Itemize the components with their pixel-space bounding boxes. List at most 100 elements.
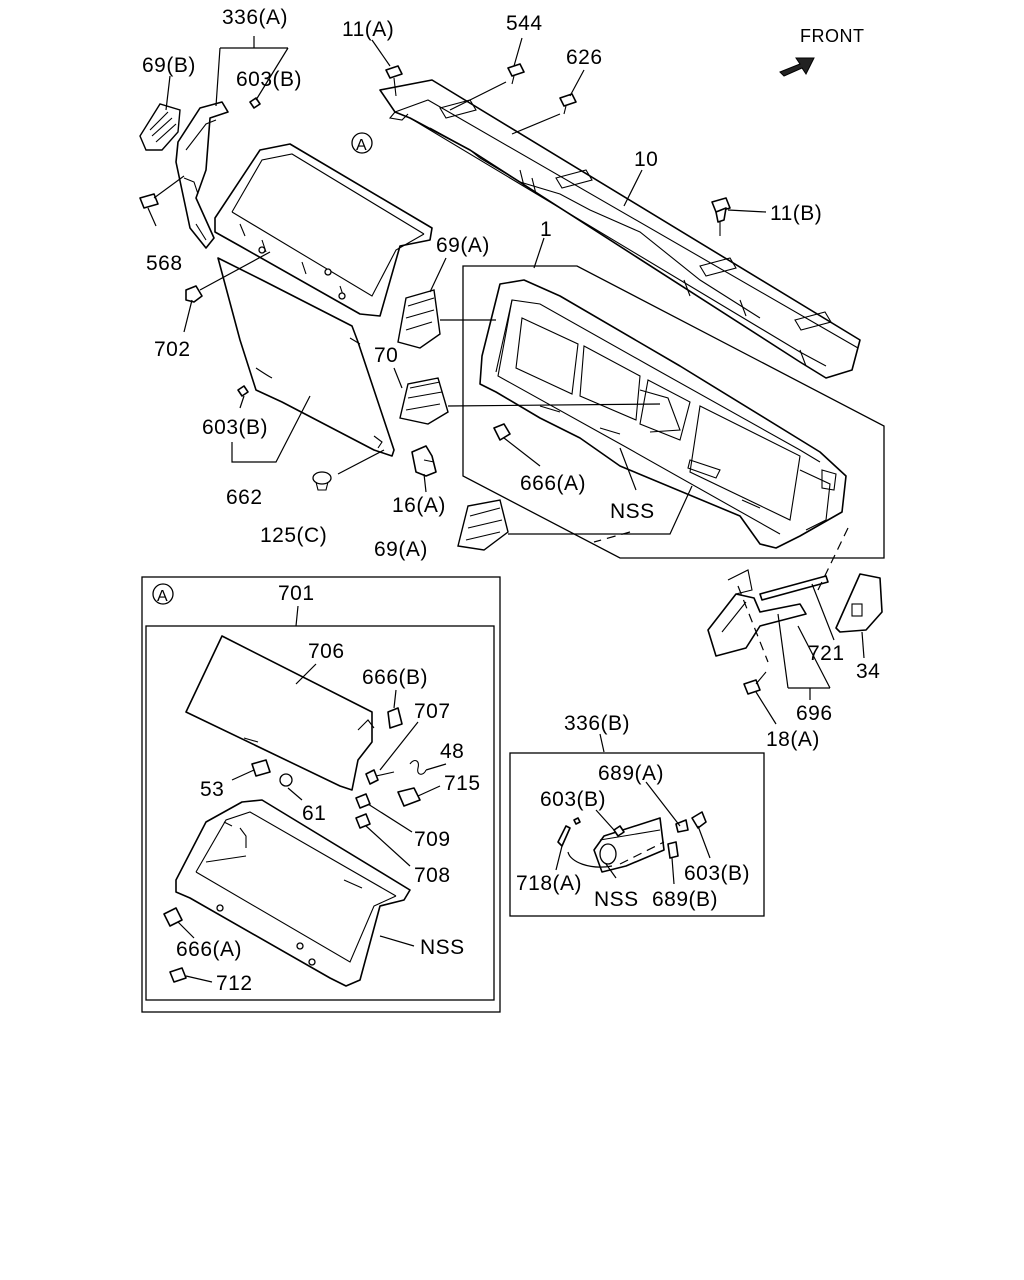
label-18a: 18(A) <box>766 728 820 751</box>
label-603b-4: 603(B) <box>684 862 750 885</box>
glove-box-body-detail <box>175 799 411 987</box>
detail-box-336b <box>509 752 765 917</box>
screw-544-icon <box>507 63 525 85</box>
label-702: 702 <box>154 338 191 361</box>
section-marker-a: A <box>351 132 373 154</box>
part-336a-side-trim <box>175 101 229 249</box>
part-10-upper-panel <box>379 79 861 379</box>
label-603b-3: 603(B) <box>540 788 606 811</box>
label-1: 1 <box>540 218 552 241</box>
label-69a-1: 69(A) <box>436 234 490 257</box>
part-53-hinge-icon <box>251 759 271 777</box>
part-69a-vent-lower <box>457 499 509 551</box>
screw-707-icon <box>365 769 395 785</box>
label-666a-1: 666(A) <box>520 472 586 495</box>
panel-frame-outline <box>462 265 885 559</box>
section-marker-a-detail: A <box>152 583 174 605</box>
bolt-11b-icon <box>711 197 731 236</box>
label-715: 715 <box>444 772 481 795</box>
screw-603b-mid-icon <box>237 385 249 397</box>
part-721-strip <box>759 575 829 601</box>
clip-666a-detail-icon <box>163 907 183 927</box>
label-48: 48 <box>440 740 464 763</box>
label-707: 707 <box>414 700 451 723</box>
pad-689b-icon <box>667 841 679 859</box>
label-666a-2: 666(A) <box>176 938 242 961</box>
label-336a: 336(A) <box>222 6 288 29</box>
label-336b: 336(B) <box>564 712 630 735</box>
label-nss-3: NSS <box>594 888 639 911</box>
bolt-18a-icon <box>743 671 767 695</box>
front-arrow-icon <box>779 57 815 77</box>
label-706: 706 <box>308 640 345 663</box>
label-544: 544 <box>506 12 543 35</box>
label-603b-1: 603(B) <box>236 68 302 91</box>
label-34: 34 <box>856 660 880 683</box>
section-marker-a-detail-label: A <box>157 588 168 605</box>
detail-box-a-inner <box>145 625 495 1001</box>
part-662-glove-door <box>217 257 395 457</box>
part-336b-trim <box>593 817 665 873</box>
screw-709-icon <box>355 793 371 809</box>
label-69a-2: 69(A) <box>374 538 428 561</box>
section-marker-a-label: A <box>356 137 367 154</box>
part-1-instrument-panel <box>479 279 847 549</box>
label-718a: 718(A) <box>516 872 582 895</box>
screw-568-icon <box>139 175 185 209</box>
part-34-end-cap <box>835 573 883 633</box>
glove-box-assembly-upper <box>214 143 433 317</box>
clip-666a-icon <box>493 423 511 441</box>
leader-lines <box>147 36 865 983</box>
label-61: 61 <box>302 802 326 825</box>
label-689a: 689(A) <box>598 762 664 785</box>
pad-689a-icon <box>675 819 689 833</box>
label-16a: 16(A) <box>392 494 446 517</box>
label-709: 709 <box>414 828 451 851</box>
screw-603b-right-icon <box>691 811 707 829</box>
label-nss-1: NSS <box>610 500 655 523</box>
part-718a-strip <box>557 825 571 847</box>
detail-box-a-outer <box>141 576 501 1013</box>
clip-125c-icon <box>312 471 332 491</box>
front-indicator: FRONT <box>779 26 865 77</box>
label-626: 626 <box>566 46 603 69</box>
screw-603b-top-icon <box>249 97 261 109</box>
screw-603b-left-icon <box>613 825 625 837</box>
label-nss-2: NSS <box>420 936 465 959</box>
part-715-latch-icon <box>397 787 421 807</box>
label-666b: 666(B) <box>362 666 428 689</box>
label-721: 721 <box>808 642 845 665</box>
label-701: 701 <box>278 582 315 605</box>
label-603b-2: 603(B) <box>202 416 268 439</box>
label-53: 53 <box>200 778 224 801</box>
label-689b: 689(B) <box>652 888 718 911</box>
part-696-side-cover <box>707 569 807 657</box>
label-10: 10 <box>634 148 658 171</box>
label-662: 662 <box>226 486 263 509</box>
screw-708-icon <box>355 813 371 829</box>
screw-11a-icon <box>385 65 403 97</box>
label-696: 696 <box>796 702 833 725</box>
clip-712-icon <box>169 967 187 983</box>
label-712: 712 <box>216 972 253 995</box>
label-125c: 125(C) <box>260 524 327 547</box>
callout-labels: 336(A) 69(B) 603(B) 11(A) 544 626 10 11(… <box>142 6 880 995</box>
label-708: 708 <box>414 864 451 887</box>
part-61-washer-icon <box>279 773 293 787</box>
part-69b-vent-grille <box>139 103 181 151</box>
part-70-vent <box>399 377 449 425</box>
nut-702-icon <box>185 285 203 303</box>
label-568: 568 <box>146 252 183 275</box>
label-11a: 11(A) <box>342 18 394 41</box>
screw-626-icon <box>559 93 577 115</box>
label-11b: 11(B) <box>770 202 822 225</box>
dashed-assembly-lines <box>593 527 849 865</box>
screw-603b-tiny-icon <box>573 817 581 825</box>
front-label: FRONT <box>800 26 865 46</box>
bracket-16a-icon <box>411 445 437 477</box>
part-706-lid <box>185 635 375 791</box>
part-48-spring-icon <box>409 759 427 775</box>
part-69a-vent-upper <box>397 289 441 349</box>
label-70: 70 <box>374 344 398 367</box>
